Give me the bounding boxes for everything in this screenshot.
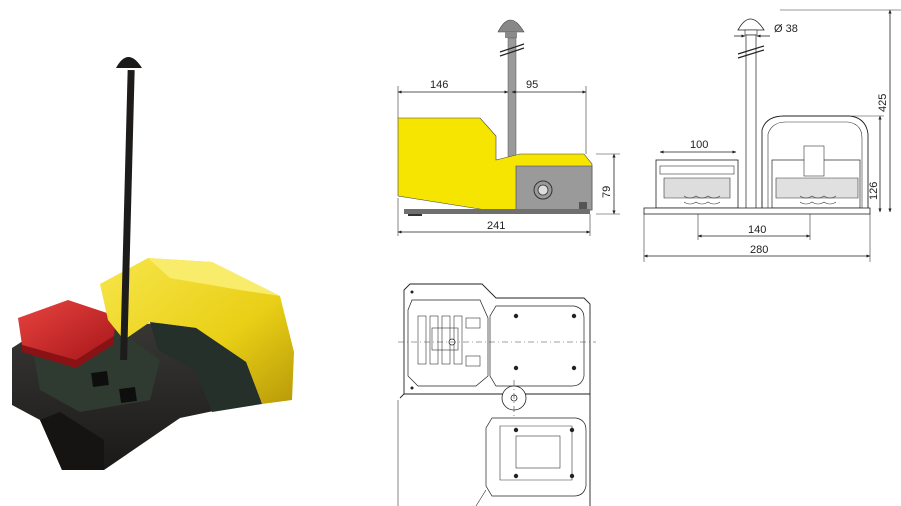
front-view-drawing: Ø 38 425 100 126 140 [643,9,901,262]
foot-switch-photo [12,57,294,470]
red-pedal [18,300,116,360]
dim-side-length: 241 [487,220,505,232]
side-view-drawing: 146 95 241 79 [397,19,620,236]
dim-front-spacing: 140 [748,224,766,236]
actuator-rod [120,69,135,361]
dim-rod-height: 425 [877,94,889,112]
top-view-drawing [397,283,596,506]
dim-knob-diameter: Ø 38 [774,23,798,35]
rod-knob [116,57,142,68]
dim-front-total: 280 [750,244,768,256]
dim-side-width-front: 146 [430,79,448,91]
dim-side-height: 79 [601,186,613,198]
dim-front-height: 126 [868,182,880,200]
dim-side-width-rear: 95 [526,79,538,91]
yellow-cover [100,258,294,404]
side-rod [507,37,517,159]
dim-front-pedal-width: 100 [690,139,708,151]
